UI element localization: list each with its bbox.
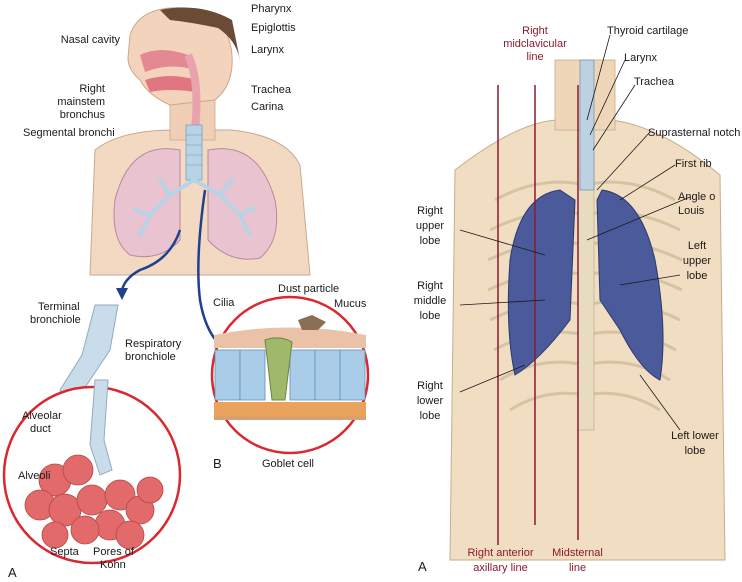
label-midsternal-2: line [545,562,610,574]
label-terminal-bronchiole-2: bronchiole [30,314,81,326]
label-left-upper-lobe-3: lobe [672,270,722,282]
label-trachea-right: Trachea [634,76,674,88]
label-pores-of-kohn-1: Pores of [93,546,134,558]
basement-layer [214,402,366,416]
label-terminal-bronchiole-1: Terminal [38,301,80,313]
label-right-mainstem-2: mainstem [30,96,105,108]
label-left-lower-lobe-1: Left lower [660,430,730,442]
label-panel-a-left: A [8,567,17,579]
label-right-midclavicular-2: midclavicular [490,38,580,50]
label-right-middle-lobe-3: lobe [405,310,455,322]
label-mucus: Mucus [334,298,366,310]
label-carina: Carina [251,101,283,113]
label-larynx-right: Larynx [624,52,657,64]
label-alveolar-duct-2: duct [30,423,51,435]
label-alveolar-duct-1: Alveolar [22,410,62,422]
label-angle-of-louis-1: Angle o [678,191,715,203]
label-larynx: Larynx [251,44,284,56]
label-right-anterior-axillary-2: axillary line [458,562,543,574]
label-goblet-cell: Goblet cell [262,458,314,470]
label-panel-a-right: A [418,561,427,573]
label-respiratory-bronchiole-2: bronchiole [125,351,176,363]
label-thyroid-cartilage: Thyroid cartilage [607,25,688,37]
sternum [578,170,594,430]
label-right-upper-lobe-2: upper [405,220,455,232]
label-right-upper-lobe-3: lobe [405,235,455,247]
trachea [186,125,202,180]
label-right-mainstem-1: Right [30,83,105,95]
label-right-lower-lobe-1: Right [405,380,455,392]
label-cilia: Cilia [213,297,234,309]
label-angle-of-louis-2: Louis [678,205,704,217]
label-first-rib: First rib [675,158,712,170]
label-alveoli: Alveoli [18,470,50,482]
label-right-upper-lobe-1: Right [405,205,455,217]
label-pores-of-kohn-2: Kohn [100,559,126,571]
label-right-middle-lobe-1: Right [405,280,455,292]
label-right-midclavicular-3: line [490,51,580,63]
label-right-middle-lobe-2: middle [405,295,455,307]
label-right-mainstem-3: bronchus [30,109,105,121]
label-suprasternal-notch: Suprasternal notch [648,127,740,139]
oral-cavity [145,76,196,92]
label-right-lower-lobe-2: lower [405,395,455,407]
label-dust-particle: Dust particle [278,283,339,295]
label-nasal-cavity: Nasal cavity [40,34,120,46]
label-segmental-bronchi: Segmental bronchi [23,127,115,139]
trachea-back [580,60,594,190]
label-epiglottis: Epiglottis [251,22,296,34]
label-right-anterior-axillary-1: Right anterior [458,547,543,559]
right-figure [450,35,725,560]
label-left-upper-lobe-2: upper [672,255,722,267]
label-panel-b: B [213,458,222,470]
label-left-lower-lobe-2: lobe [660,445,730,457]
label-respiratory-bronchiole-1: Respiratory [125,338,181,350]
label-trachea: Trachea [251,84,291,96]
label-pharynx: Pharynx [251,3,291,15]
label-septa: Septa [50,546,79,558]
label-midsternal-1: Midsternal [545,547,610,559]
label-left-upper-lobe-1: Left [672,240,722,252]
label-right-lower-lobe-3: lobe [405,410,455,422]
label-right-midclavicular-1: Right [490,25,580,37]
